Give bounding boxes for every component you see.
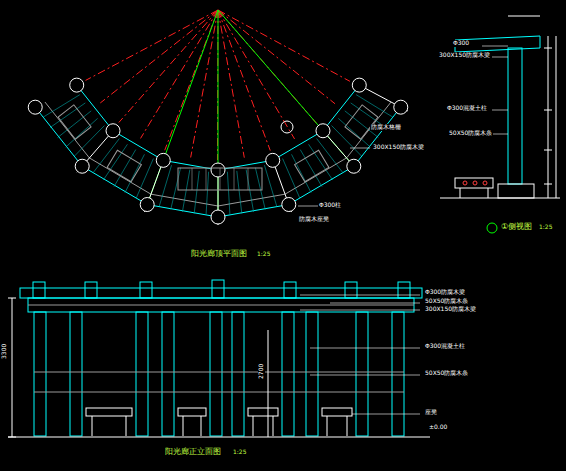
scale: 1:25	[232, 449, 247, 456]
column-circle	[352, 78, 366, 92]
dimension: 2700	[258, 363, 265, 380]
part-label: 50X50防腐木条	[424, 370, 469, 377]
slat	[171, 168, 181, 210]
slat	[136, 159, 153, 198]
bench-slat	[234, 168, 235, 190]
slat	[206, 172, 209, 215]
slat	[227, 172, 230, 215]
column-circle	[156, 153, 170, 167]
slat	[237, 171, 242, 214]
slat	[246, 170, 253, 212]
scale: 1:25	[538, 224, 553, 231]
column-circle	[106, 124, 120, 138]
fan-line	[119, 10, 218, 123]
part-label: 300X150防腐木梁	[372, 144, 425, 151]
bench-slat	[220, 168, 221, 190]
elevation-mark: ±0.00	[428, 424, 448, 431]
slat	[58, 111, 92, 138]
dimension: 3300	[1, 343, 8, 360]
column-circle	[75, 159, 89, 173]
bench-slat	[192, 168, 193, 190]
scale: 1:25	[256, 251, 271, 258]
part-label: 300X150防腐木梁	[424, 306, 477, 313]
bench-slat	[248, 168, 249, 190]
part-label: 50X50防腐木条	[424, 298, 469, 305]
slat	[255, 168, 265, 210]
column-circle	[394, 100, 408, 114]
side-view	[440, 16, 560, 233]
column-circle	[347, 159, 361, 173]
slat	[283, 159, 300, 198]
part-label: Φ300柱	[318, 202, 342, 209]
beam-line	[45, 102, 391, 206]
slat	[103, 144, 127, 180]
fan-line	[218, 10, 295, 139]
bench-slat	[206, 168, 207, 190]
slat	[50, 103, 85, 128]
bench	[345, 105, 378, 139]
column-circle	[211, 163, 225, 177]
part-label: Φ300	[452, 40, 470, 47]
bench	[178, 168, 262, 190]
column-circle	[28, 100, 42, 114]
slat	[93, 139, 119, 173]
part-label: 300X150防腐木梁	[438, 52, 491, 59]
section-mark	[281, 121, 293, 133]
column-circle	[316, 124, 330, 138]
view-title: ①侧视图	[500, 223, 533, 232]
front-elevation	[8, 280, 430, 437]
part-label: 防腐木格栅	[370, 124, 402, 131]
slat	[332, 126, 362, 157]
column-circle	[70, 78, 84, 92]
part-label: Φ300防腐木梁	[424, 289, 466, 296]
fan-line	[191, 10, 218, 157]
fan-line	[218, 10, 335, 104]
view-title: 阳光廊正立面图	[164, 448, 222, 457]
slat	[74, 126, 104, 157]
fan-line	[218, 10, 350, 81]
column-circle	[211, 210, 225, 224]
column-circle	[282, 198, 296, 212]
bench	[107, 150, 141, 182]
plan-view	[28, 10, 408, 225]
part-label: 50X50防腐木条	[448, 130, 493, 137]
bench	[58, 105, 91, 139]
slat	[317, 139, 343, 173]
view-title: 阳光廊顶平面图	[190, 250, 248, 259]
leader-line	[298, 206, 320, 207]
column-circle	[266, 153, 280, 167]
slat	[182, 170, 189, 212]
column-circle	[140, 198, 154, 212]
part-label: Φ300混凝土柱	[424, 343, 466, 350]
slat	[309, 144, 333, 180]
beam-inner	[77, 85, 360, 170]
slat	[264, 165, 276, 206]
fan-line	[86, 10, 218, 80]
part-label: 座凳	[424, 409, 438, 416]
part-label: Φ300混凝土柱	[446, 105, 488, 112]
slat	[194, 171, 199, 214]
leader-line	[350, 148, 370, 149]
slat	[159, 165, 171, 206]
fan-line	[218, 10, 244, 158]
part-label: 防腐木座凳	[298, 216, 330, 223]
bench	[295, 150, 329, 182]
